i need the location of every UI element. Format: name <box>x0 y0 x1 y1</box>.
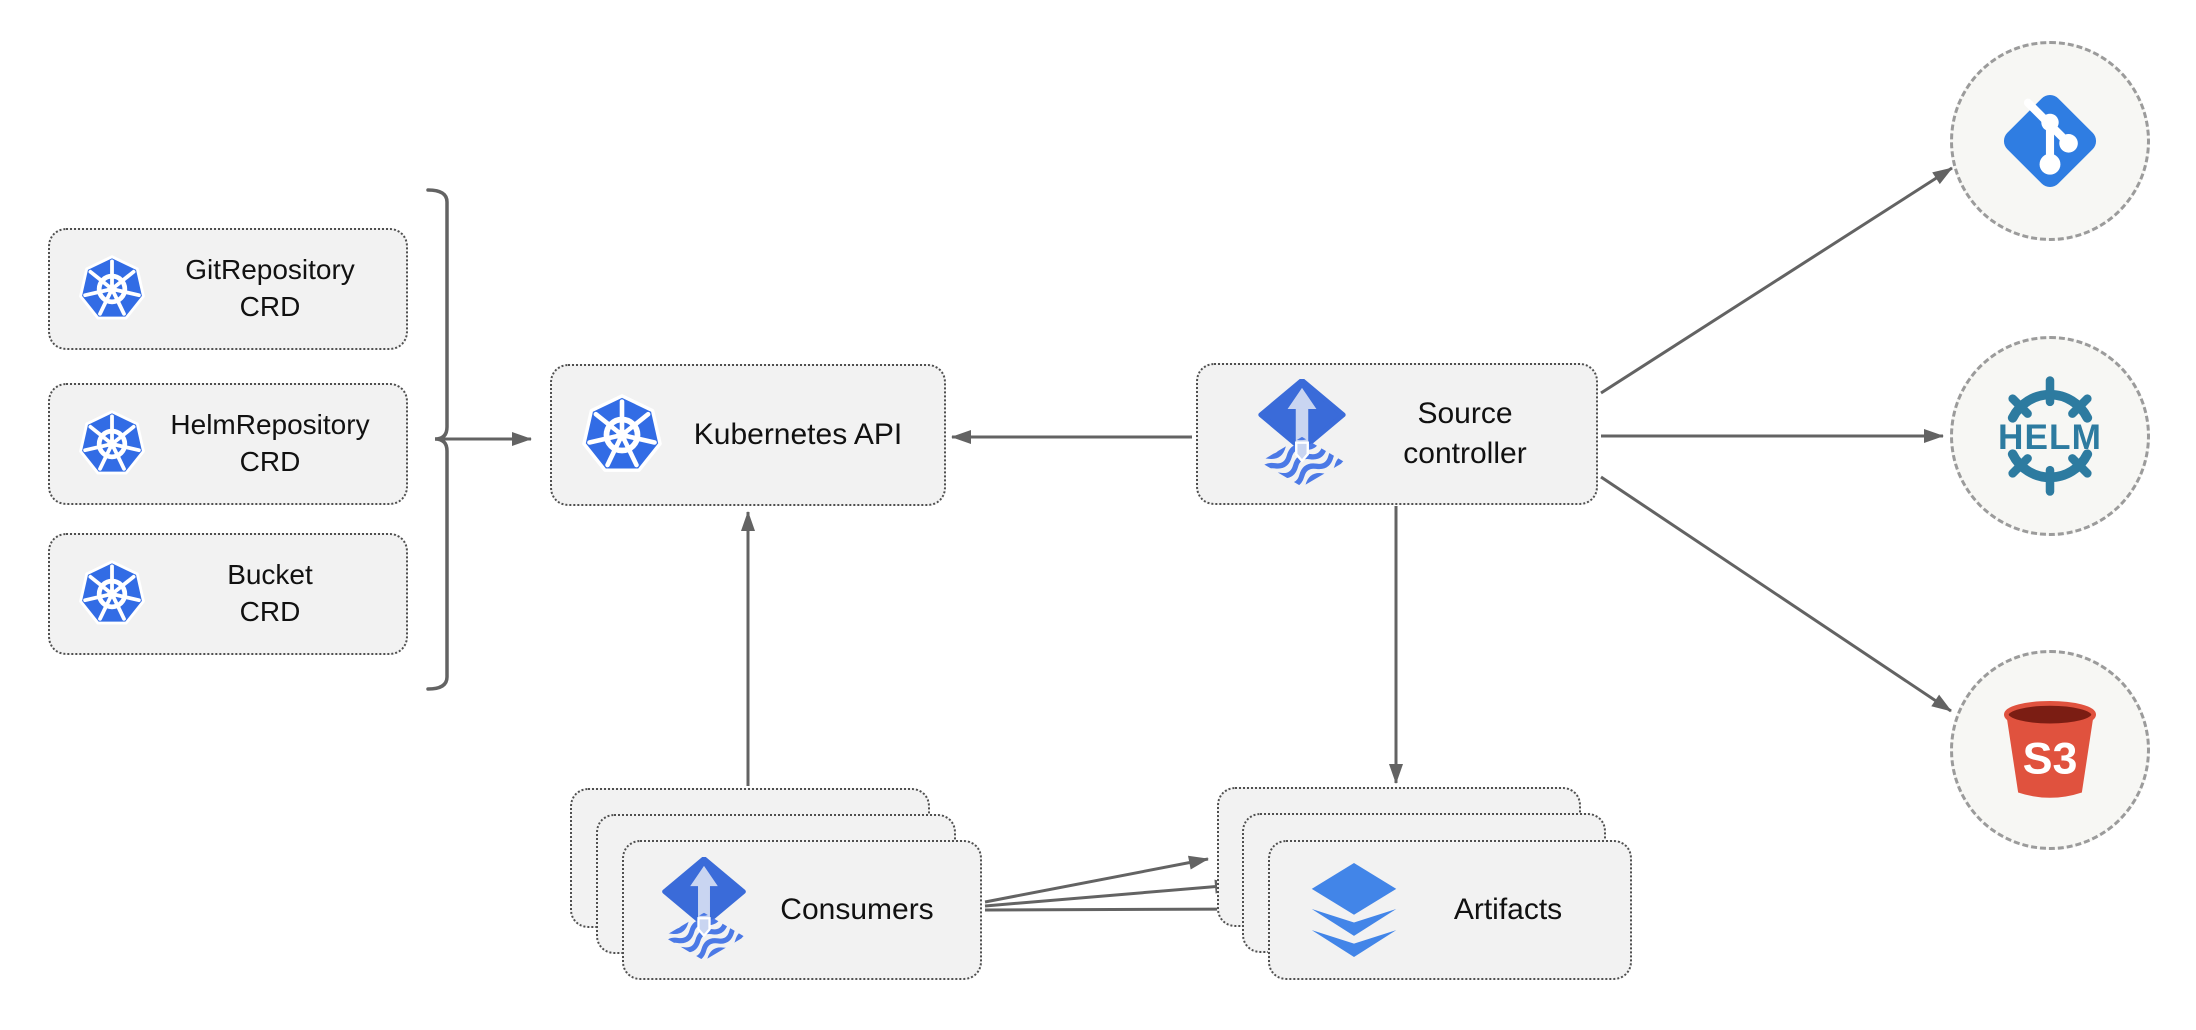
node-label: HelmRepository CRD <box>170 409 370 477</box>
helm-label: HELM <box>1998 418 2102 457</box>
node-source-controller: Source controller <box>1196 363 1598 505</box>
node-label: GitRepository CRD <box>185 254 355 322</box>
flux-icon <box>1254 379 1350 489</box>
kubernetes-icon <box>74 406 150 482</box>
node-artifacts: Artifacts <box>1268 840 1632 980</box>
arrow-consumers-to-artifacts-2 <box>984 879 1235 908</box>
node-label: Source controller <box>1403 397 1527 470</box>
kubernetes-icon <box>74 251 150 327</box>
node-bucket-crd: Bucket CRD <box>48 533 408 655</box>
s3-bucket-icon: S3 <box>1991 691 2109 809</box>
crd-group-bracket <box>426 188 449 691</box>
git-source-circle <box>1950 41 2150 241</box>
node-label: Consumers <box>780 893 934 927</box>
node-kubernetes-api: Kubernetes API <box>550 364 946 506</box>
node-label: Artifacts <box>1453 893 1563 927</box>
node-label: Kubernetes API <box>693 418 903 452</box>
kubernetes-icon <box>74 556 150 632</box>
arrow-source-controller-to-s3 <box>1600 475 1952 713</box>
layers-icon <box>1306 860 1402 960</box>
helm-source-circle: HELM <box>1950 336 2150 536</box>
s3-label: S3 <box>2023 733 2078 784</box>
arrow-consumers-to-artifacts-3 <box>984 902 1260 917</box>
kubernetes-icon <box>576 389 668 481</box>
node-helmrepository-crd: HelmRepository CRD <box>48 383 408 505</box>
git-icon <box>1992 83 2108 199</box>
arrow-consumers-to-artifacts-1 <box>984 855 1209 904</box>
flux-icon <box>658 857 750 963</box>
node-consumers: Consumers <box>622 840 982 980</box>
arrow-source-controller-to-git <box>1600 166 1953 395</box>
helm-icon: HELM <box>1986 372 2114 500</box>
s3-source-circle: S3 <box>1950 650 2150 850</box>
node-label: Bucket CRD <box>227 559 313 627</box>
node-gitrepository-crd: GitRepository CRD <box>48 228 408 350</box>
